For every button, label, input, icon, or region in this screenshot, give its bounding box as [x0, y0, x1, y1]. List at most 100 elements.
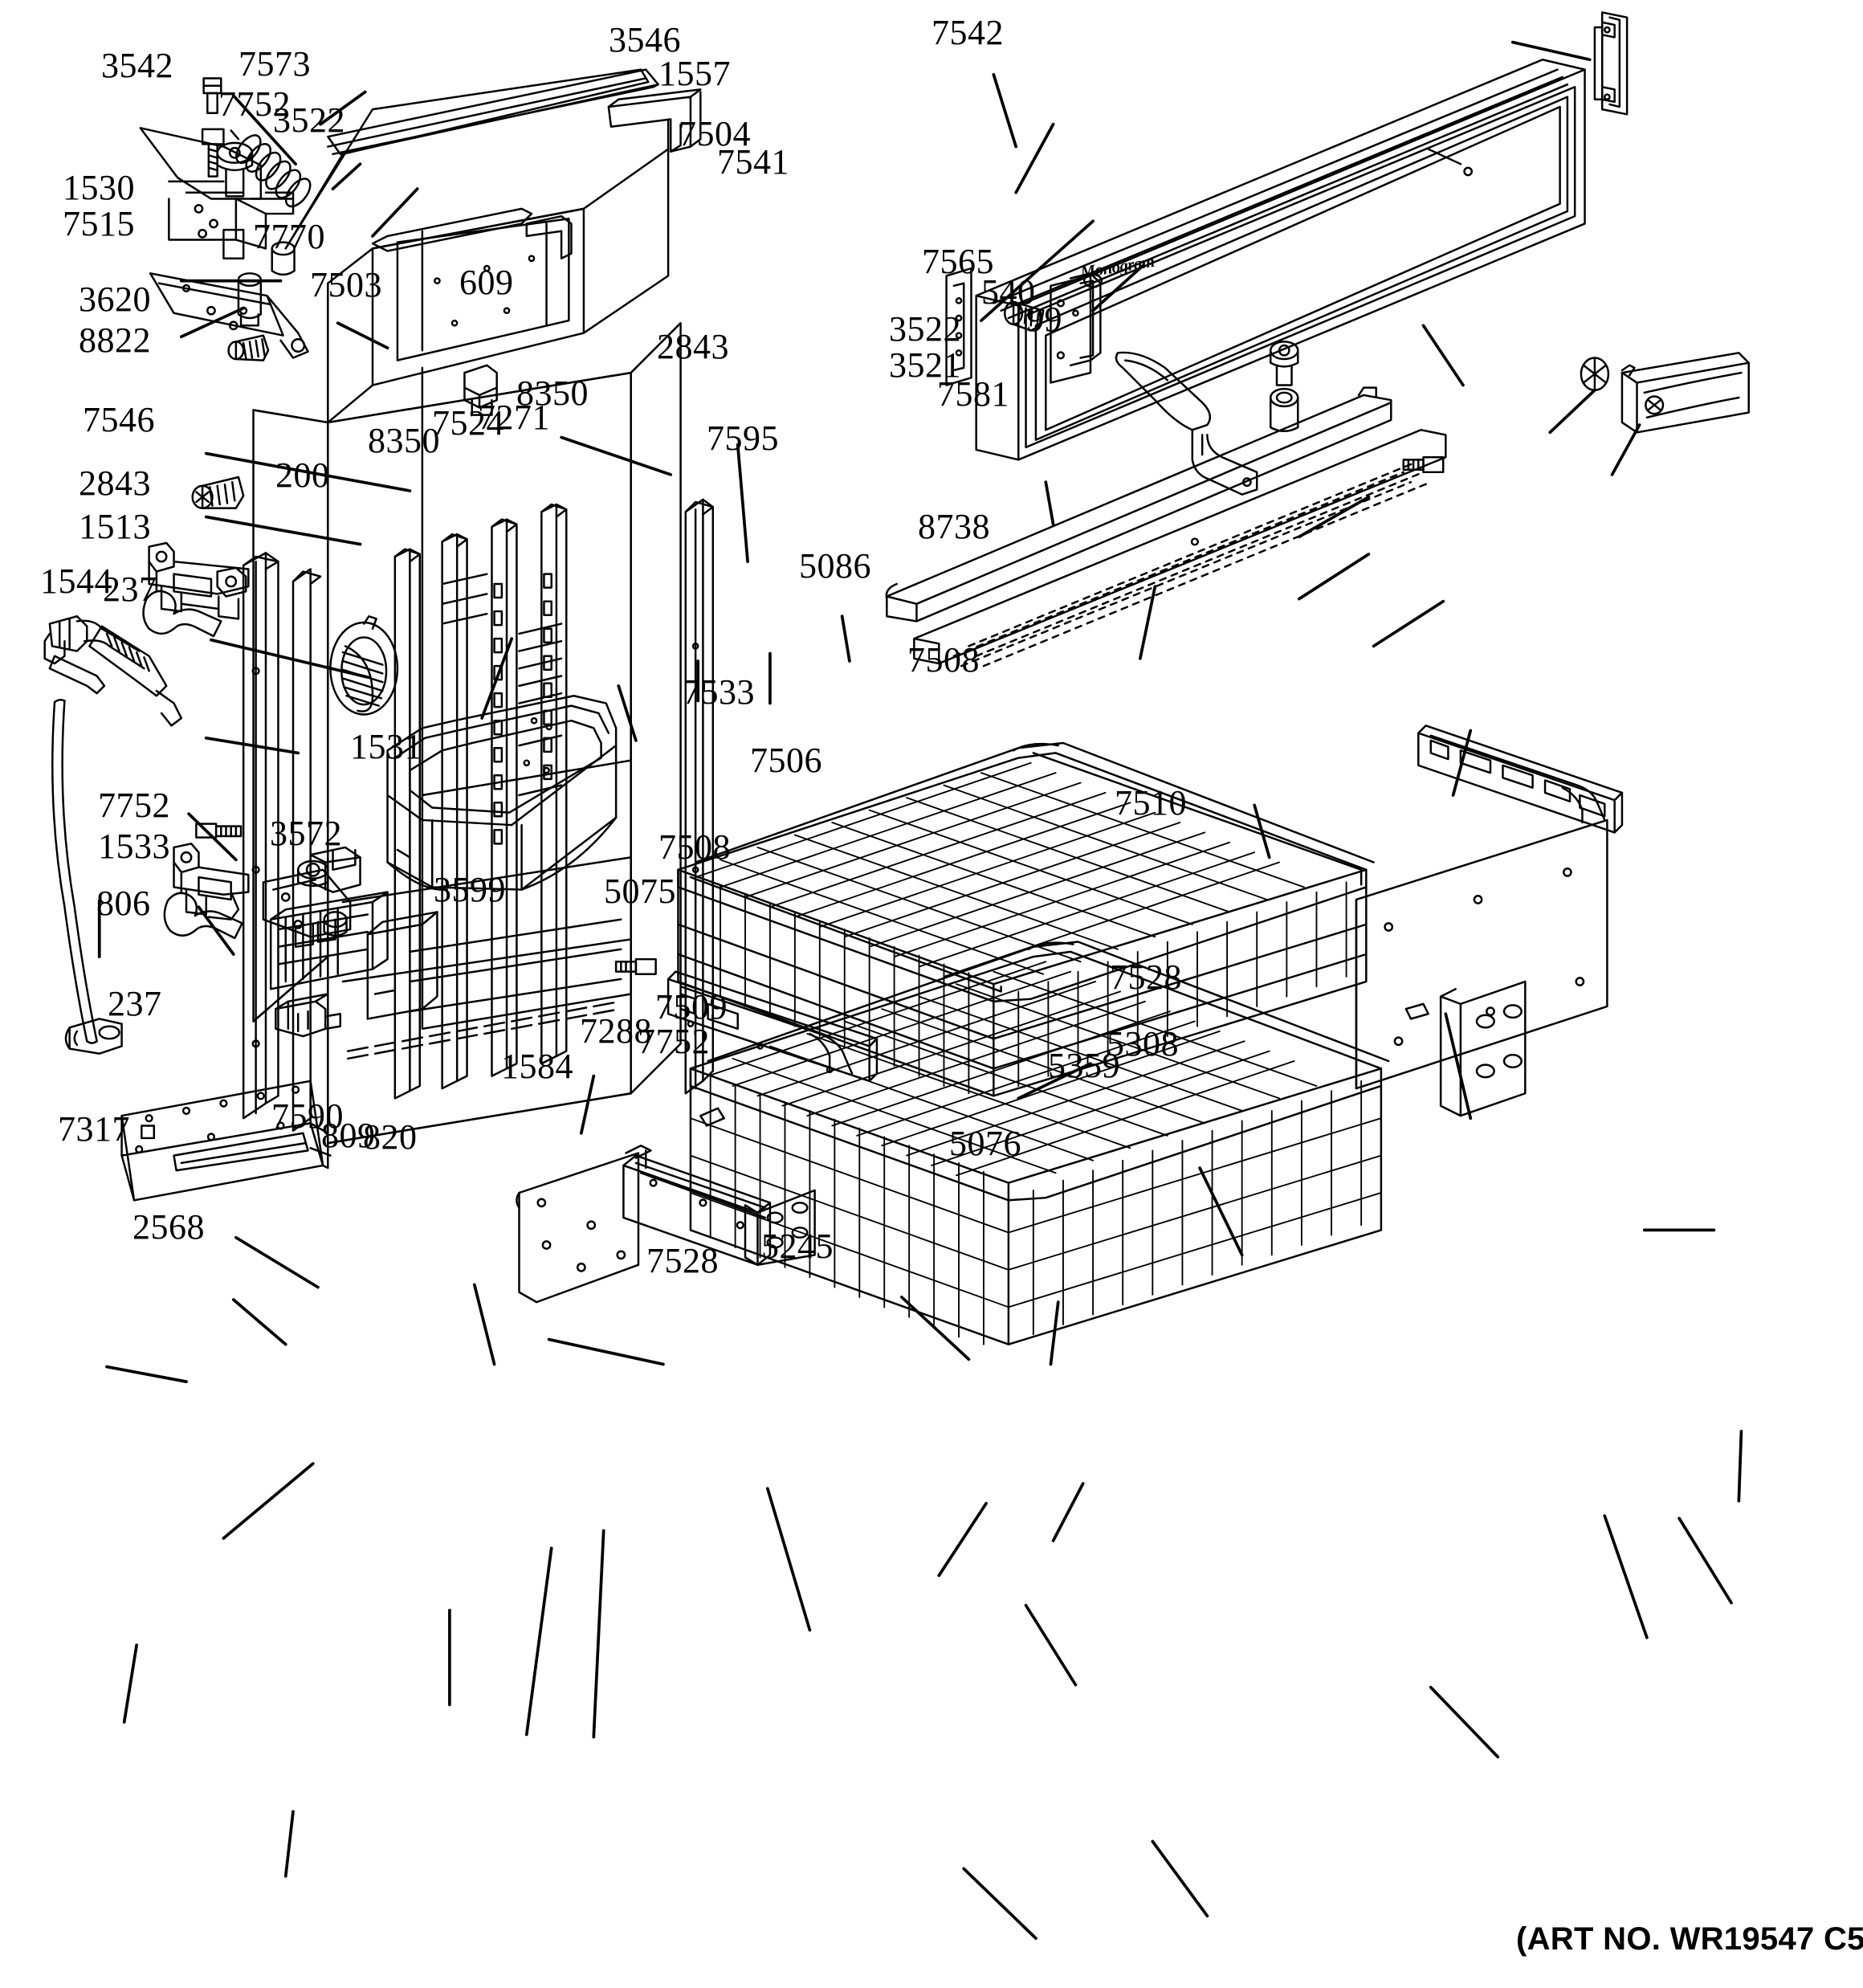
- callout-7542: 7542: [932, 13, 1004, 52]
- panel-7528-bottom: [516, 1152, 640, 1304]
- callout-7508-lower: 7508: [658, 827, 731, 867]
- hinge-1530: [139, 127, 296, 276]
- door-7565: [975, 59, 1586, 461]
- callout-8350-b: 8350: [516, 374, 589, 413]
- basket-7506: [677, 741, 1375, 1097]
- badge-99: [1620, 352, 1750, 434]
- screw-540: [1580, 357, 1610, 391]
- callout-3522-right: 3522: [889, 309, 961, 349]
- callout-8822: 8822: [79, 320, 151, 360]
- callout-3522-top: 3522: [273, 100, 345, 140]
- rail-5245: [622, 1144, 816, 1266]
- callout-5076: 5076: [949, 1124, 1021, 1163]
- art-number-note: (ART NO. WR19547 C5): [1516, 1921, 1863, 1957]
- callout-7524: 7524: [432, 403, 504, 443]
- callout-7573: 7573: [238, 44, 311, 84]
- callout-5086: 5086: [799, 546, 871, 586]
- callout-1531: 1531: [350, 727, 422, 766]
- callout-8738: 8738: [918, 507, 990, 546]
- grille-7581-5086: [885, 386, 1447, 667]
- callout-7533: 7533: [683, 672, 755, 712]
- lever-7595: [1115, 351, 1258, 496]
- callout-3572: 3572: [270, 814, 342, 853]
- callout-7503: 7503: [310, 265, 382, 304]
- panel-7528-right: [1355, 818, 1608, 1090]
- callout-7590: 7590: [271, 1096, 344, 1136]
- bolt-3522-right: [1270, 341, 1299, 386]
- screw-8822: [227, 334, 270, 361]
- callout-99: 99: [1026, 300, 1062, 339]
- clip-237-bottom: [163, 892, 243, 940]
- drawer-5075: [386, 695, 618, 892]
- bracket-5308: [1439, 980, 1527, 1117]
- callout-7317: 7317: [58, 1109, 130, 1149]
- latch-1533: [173, 843, 250, 921]
- callout-806: 806: [96, 884, 151, 923]
- callout-7770: 7770: [253, 217, 325, 256]
- callout-7508-upper: 7508: [907, 640, 980, 680]
- pin-7752-basket: [699, 1107, 725, 1127]
- callout-820: 820: [363, 1117, 418, 1157]
- callout-3546: 3546: [609, 20, 681, 59]
- grommet-7317: [64, 1018, 123, 1055]
- callout-7504: 7504: [679, 114, 751, 153]
- callout-2843-left: 2843: [79, 463, 151, 503]
- sensor-1544: [43, 615, 183, 727]
- callout-5308: 5308: [1107, 1024, 1179, 1063]
- callout-7509: 7509: [655, 987, 728, 1027]
- callout-3542: 3542: [101, 46, 173, 85]
- connector-820: [275, 993, 342, 1038]
- callout-7271: 7271: [478, 398, 550, 437]
- callout-7288: 7288: [580, 1011, 652, 1051]
- callout-3620: 3620: [79, 280, 151, 319]
- bar-7504: [945, 267, 972, 386]
- screw-2843-left: [191, 476, 245, 509]
- callout-7752-mid: 7752: [98, 786, 170, 825]
- callout-8350-a: 8350: [368, 421, 440, 460]
- callout-809: 809: [321, 1116, 376, 1155]
- callout-7528-right: 7528: [1110, 957, 1182, 997]
- callout-1530: 1530: [63, 168, 135, 207]
- callout-5359: 5359: [1048, 1046, 1120, 1085]
- part-609: [463, 364, 498, 416]
- pin-5359: [1404, 1002, 1429, 1020]
- callout-7510: 7510: [1115, 783, 1187, 823]
- bushing-3521: [1270, 387, 1299, 433]
- callout-609: 609: [459, 263, 514, 302]
- vent-1584: [346, 1002, 615, 1060]
- callout-7752-basket: 7752: [638, 1022, 710, 1061]
- latch-1513: [148, 541, 250, 620]
- callout-7546: 7546: [83, 400, 155, 439]
- callout-3521: 3521: [889, 345, 961, 385]
- callout-1584: 1584: [501, 1047, 573, 1086]
- callout-237-top: 237: [103, 569, 157, 609]
- callout-1557: 1557: [658, 54, 731, 93]
- callout-200: 200: [275, 455, 330, 495]
- callout-1513: 1513: [79, 507, 151, 546]
- rails: [393, 503, 568, 1100]
- callout-7595: 7595: [707, 418, 779, 458]
- tube-806: [51, 698, 98, 1044]
- pin-7573: [202, 77, 222, 115]
- bolt-7752-mid: [195, 823, 243, 839]
- bolt-7752-top: [201, 128, 225, 178]
- callout-7515: 7515: [63, 204, 135, 243]
- callout-5075: 5075: [604, 872, 676, 911]
- hinge-7542: [1593, 11, 1629, 116]
- callout-7581: 7581: [937, 374, 1009, 414]
- rail-7508-upper: [1417, 725, 1624, 834]
- callout-1544: 1544: [40, 561, 112, 601]
- clip-237-top: [142, 590, 222, 638]
- callout-237-bottom: 237: [108, 984, 162, 1023]
- callout-7506: 7506: [750, 741, 822, 780]
- callout-7541: 7541: [717, 142, 789, 182]
- bolt-8738: [1402, 456, 1445, 474]
- callout-7528-bottom: 7528: [646, 1241, 719, 1280]
- bolt-7288: [614, 957, 657, 975]
- callout-3599: 3599: [434, 870, 506, 909]
- bin-3599: [309, 846, 361, 893]
- callout-5245: 5245: [761, 1227, 834, 1266]
- callout-2568: 2568: [132, 1207, 205, 1247]
